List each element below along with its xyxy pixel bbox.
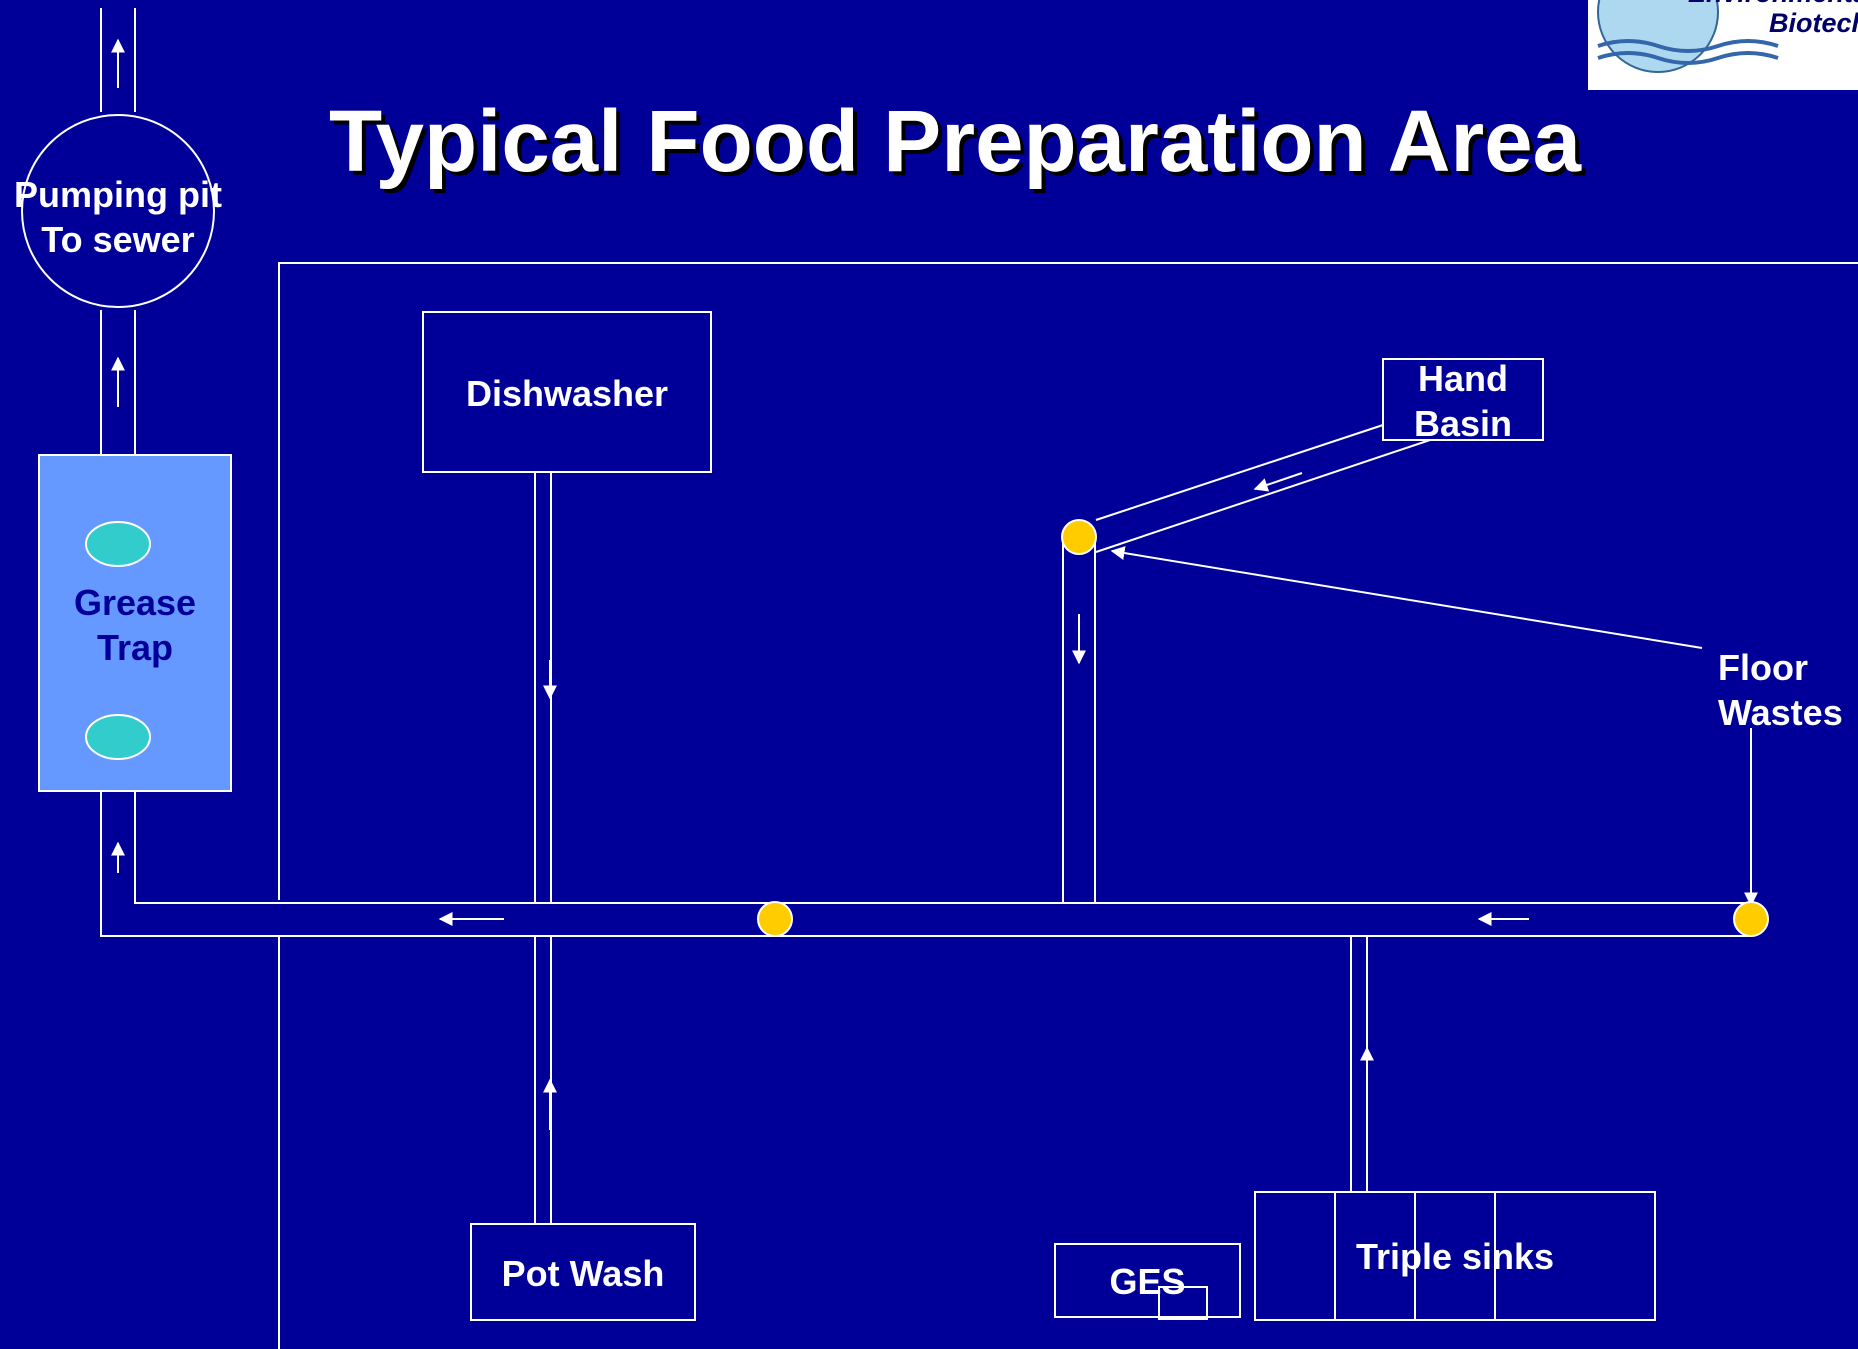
pumping-pit-label-line-1: Pumping pit	[14, 174, 222, 215]
floor-waste-dot-right	[1733, 901, 1769, 937]
floor-wastes-label-line-2: Wastes	[1718, 692, 1843, 733]
hand-basin-box	[1382, 358, 1544, 441]
grease-trap-label-line-2: Trap	[96, 627, 174, 668]
logo-line-1: Environmenta	[1688, 0, 1858, 8]
main-drain-pipe-lower	[100, 791, 1751, 937]
triple-sinks-box	[1254, 1191, 1656, 1321]
logo-line-2: Biotech	[1768, 8, 1858, 38]
dishwasher-box	[422, 311, 712, 473]
hand-basin-label: Hand Basin	[1383, 356, 1543, 446]
triple-sinks-label: Triple sinks	[1355, 1236, 1555, 1277]
main-drain-pipe	[134, 791, 1751, 904]
flow-arrow-hand-basin	[1253, 472, 1303, 492]
floor-wastes-pointer	[1110, 546, 1703, 649]
room-outline	[278, 262, 1858, 1349]
dishwasher-label: Dishwasher	[465, 373, 669, 414]
grease-trap-port-bottom	[85, 714, 151, 760]
ges-label: GES	[1109, 1261, 1186, 1302]
ges-small-box	[1158, 1286, 1208, 1320]
hand-basin-pipe-lower	[1095, 439, 1431, 553]
grease-trap-label-line-1: Grease	[73, 582, 197, 623]
page-title: Typical Food Preparation Area	[328, 93, 1582, 190]
logo-wave-icon	[1597, 0, 1779, 73]
floor-wastes-label: Floor Wastes	[1718, 645, 1843, 735]
pumping-pit-label: Pumping pit To sewer	[0, 172, 236, 262]
pot-wash-label: Pot Wash	[501, 1253, 665, 1294]
pumping-pit-circle	[21, 114, 215, 308]
grease-trap-port-top	[85, 521, 151, 567]
ges-box	[1054, 1243, 1241, 1318]
pumping-pit-label-line-2: To sewer	[41, 219, 195, 260]
floor-waste-dot-hand-basin	[1061, 519, 1097, 555]
pot-wash-box	[470, 1223, 696, 1321]
grease-trap-label: Grease Trap	[39, 580, 231, 670]
floor-wastes-label-line-1: Floor	[1718, 647, 1808, 688]
floor-waste-dot-center	[757, 901, 793, 937]
hand-basin-pipe-upper	[1095, 424, 1384, 521]
hand-basin-label-line-1: Hand	[1418, 358, 1508, 399]
company-logo: Environmenta Biotech	[1588, 0, 1858, 90]
hand-basin-label-line-2: Basin	[1413, 403, 1513, 444]
